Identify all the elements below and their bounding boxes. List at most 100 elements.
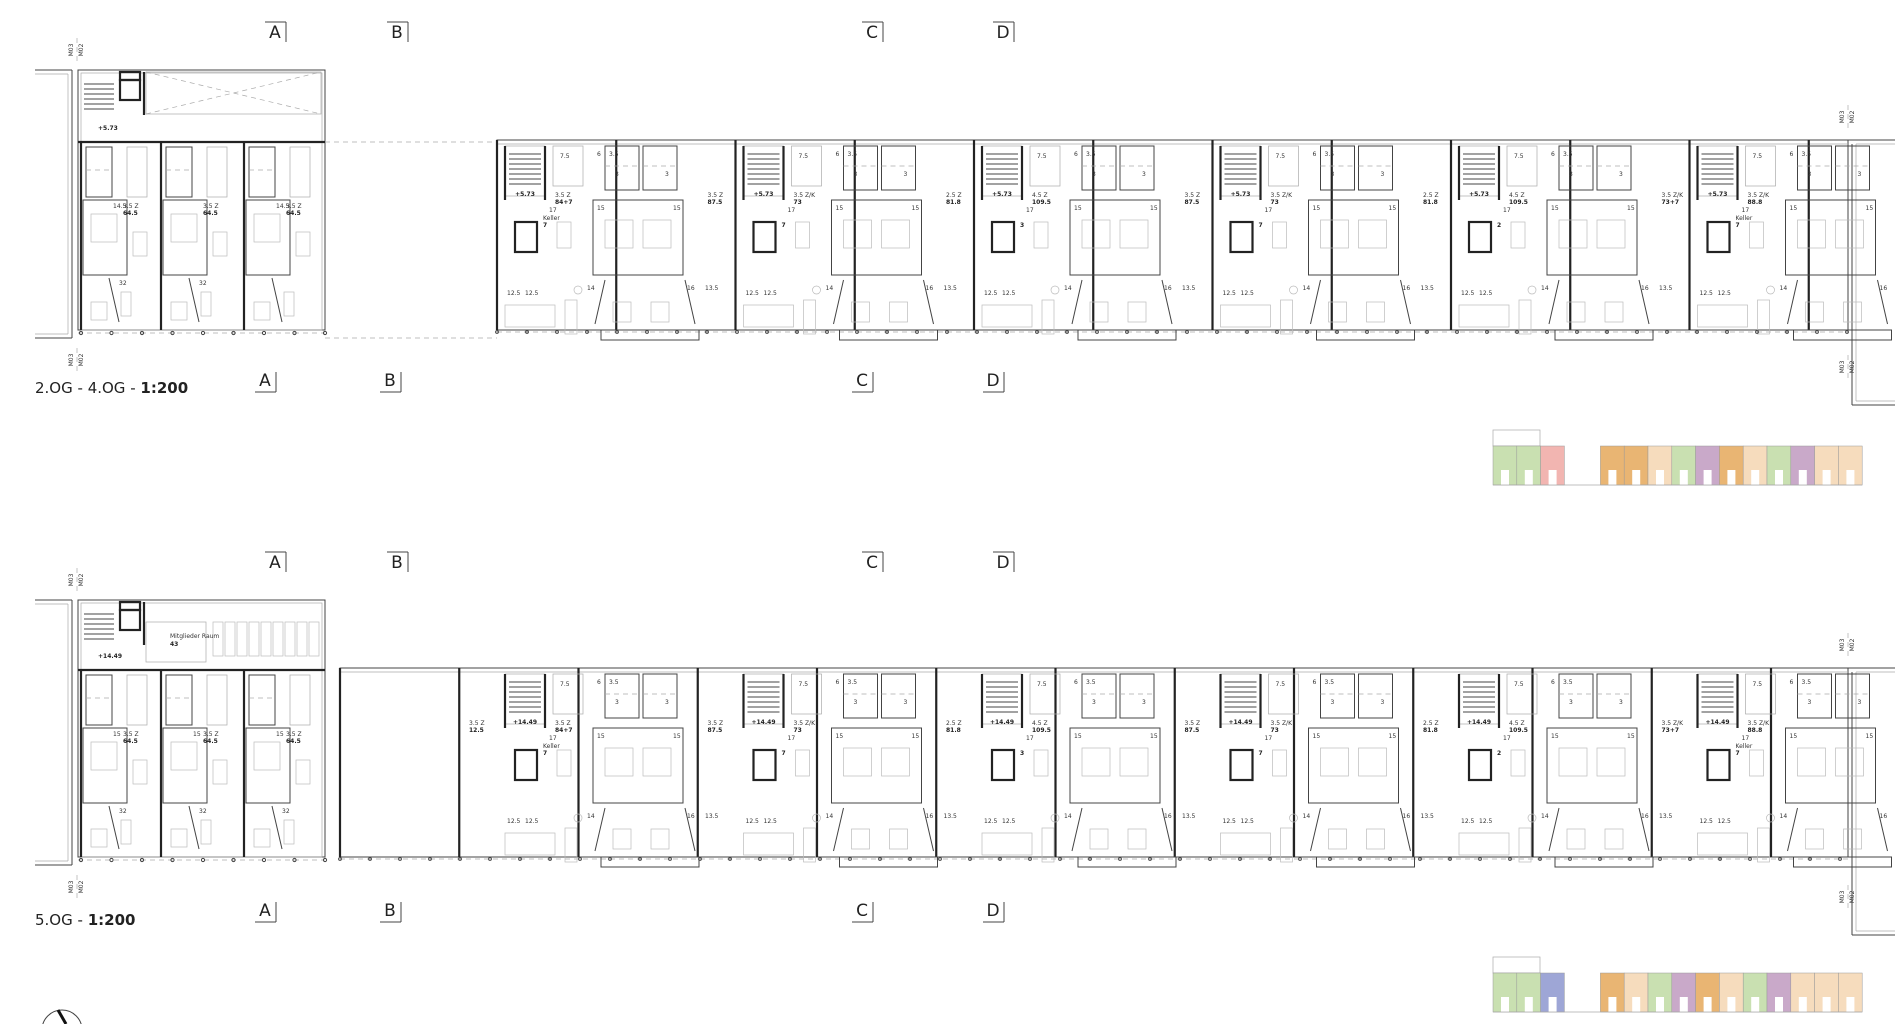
room-size: 12.5 [1002,290,1016,297]
unit-type: 4.5 Z [1509,720,1525,727]
bedroom [592,199,684,276]
axis-label: M02 [78,353,85,366]
apartment-unit: 3.5 Z64.532 [159,142,228,330]
storage-area: 7 [1259,222,1263,229]
furniture [1558,747,1588,777]
column [915,330,919,334]
room-size: 3 [1858,699,1862,706]
room-size: 3 [1381,171,1385,178]
axis-label: M03 [1839,360,1846,373]
furniture [224,621,236,657]
furniture [120,819,132,845]
storage-area: 2 [1497,750,1501,757]
furniture [253,301,271,321]
room-size: 14 [587,813,595,820]
room-size: 14 [1780,285,1788,292]
kitchen [791,145,822,187]
kitchen [1506,673,1538,715]
room-size: 7.5 [1753,153,1763,160]
furniture [170,213,198,243]
unit-type: 4.5 Z [1032,192,1048,199]
room-size: 15 [836,733,844,740]
unit-type: 4.5 Z [1509,192,1525,199]
room-size: 12.5 [1479,818,1493,825]
balcony [1554,301,1654,341]
facade-wall [1548,279,1560,325]
room-size: 14 [1064,813,1072,820]
room-size: 6 [1551,679,1555,686]
section-marker-a: A [255,371,277,393]
room-size: 12.5 [1241,290,1255,297]
room-size: 13.5 [1182,285,1196,292]
unit-area: 81.8 [1423,199,1438,206]
room-size: 16 [926,285,934,292]
unit-area: 87.5 [1185,199,1200,206]
unit-area: 73+7 [1662,727,1680,734]
key-plan-gap [1846,997,1855,1012]
facade-wall [188,805,200,850]
table [1050,813,1060,823]
unit-area: 73 [1271,727,1279,734]
column [292,857,297,863]
room-size: 17 [1026,207,1034,214]
bedroom [82,199,128,276]
column [338,857,342,861]
unit-type: 3.5 Z/K [794,720,817,727]
room-size: 12.5 [1700,290,1714,297]
room-size: 12.5 [1461,290,1475,297]
room-size: 12.5 [1718,290,1732,297]
furniture [296,621,308,657]
bathroom [1596,145,1632,191]
room-size: 15 [1150,205,1158,212]
key-plan [1492,429,1863,486]
building-outline [496,139,1849,331]
axis-label: M02 [78,573,85,586]
axis-label: M03 [1839,638,1846,651]
balcony-slab [1077,329,1177,341]
column [1508,857,1512,861]
bathroom [85,674,113,726]
furniture [1272,221,1287,249]
bathroom [1081,145,1117,191]
column [1665,330,1669,334]
bathroom [1358,145,1393,191]
column [578,857,582,861]
furniture [90,301,108,321]
furniture [1518,827,1532,863]
furniture [236,621,248,657]
column [758,857,762,861]
kitchen [126,674,148,726]
column [1815,330,1819,334]
room-size: 13.5 [705,285,719,292]
section-marker-c: C [862,21,884,43]
key-plan-gap [1679,470,1688,485]
furniture [564,299,578,335]
bathroom [1835,673,1870,719]
column [1388,857,1392,861]
furniture [120,291,132,317]
key-plan-gap [1632,997,1641,1012]
column [615,330,619,334]
bathroom [248,674,276,726]
furniture [1749,221,1764,249]
bedroom [245,727,291,804]
column [1028,857,1032,861]
stair-core [84,70,146,115]
room-size: 15 [1551,733,1559,740]
balcony-slab [600,856,700,868]
column [938,857,942,861]
kitchen [552,145,584,187]
elevator-shaft [990,748,1016,782]
room-size: 6 [597,679,601,686]
furniture [1458,832,1510,856]
unit-area: 64.5 [123,738,138,745]
elevation-label: +14.49 [751,719,775,726]
room-size: 32 [199,808,207,815]
unit-area: 73 [794,727,802,734]
unit-area: 81.8 [946,199,961,206]
column [885,330,889,334]
bathroom [165,674,193,726]
